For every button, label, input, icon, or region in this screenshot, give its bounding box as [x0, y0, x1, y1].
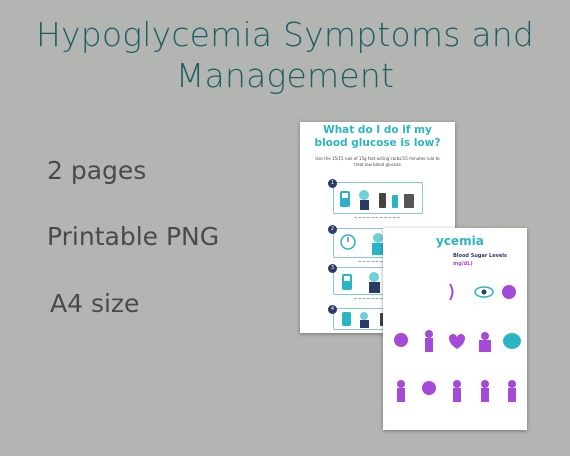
title-line-2: Management — [175, 56, 395, 95]
preview-page-symptoms: ycemia Blood Sugar Levels mg/dL) — [383, 228, 527, 430]
page2-subtitle: Blood Sugar Levels — [453, 253, 507, 259]
step-number: 2 — [328, 225, 337, 234]
step-1-caption: — — — — — — — — — — — — [353, 215, 401, 219]
step-1-panel: 1 — [328, 179, 423, 214]
page1-subtitle: Use the 15/15 rule of 15g fast-acting ca… — [315, 156, 440, 167]
title-line-1: Hypoglycemia Symptoms and — [35, 15, 535, 54]
step-3-caption: — — — — — — — — — — — — [353, 296, 401, 300]
feature-format: Printable PNG — [47, 222, 220, 251]
page1-title: What do I do if my blood glucose is low? — [314, 124, 441, 149]
step-2-caption: — — — — — — — — — — [358, 259, 396, 263]
step-number: 3 — [328, 264, 337, 273]
step-4-caption: — — — — — — — — — — — — [353, 331, 401, 333]
feature-size: A4 size — [50, 289, 140, 318]
feature-pages: 2 pages — [47, 156, 147, 185]
step-number: 4 — [328, 305, 337, 314]
symptom-row-icons-2 — [397, 380, 516, 402]
glucose-meter-and-food-icon — [340, 190, 414, 210]
step-number: 1 — [328, 179, 337, 188]
page2-title: ycemia — [436, 234, 484, 248]
blurred-vision-icons — [449, 283, 516, 301]
symptom-row-icons-1 — [394, 330, 521, 352]
page2-unit: mg/dL) — [453, 261, 473, 267]
listing-title: Hypoglycemia Symptoms and Management — [0, 14, 570, 96]
